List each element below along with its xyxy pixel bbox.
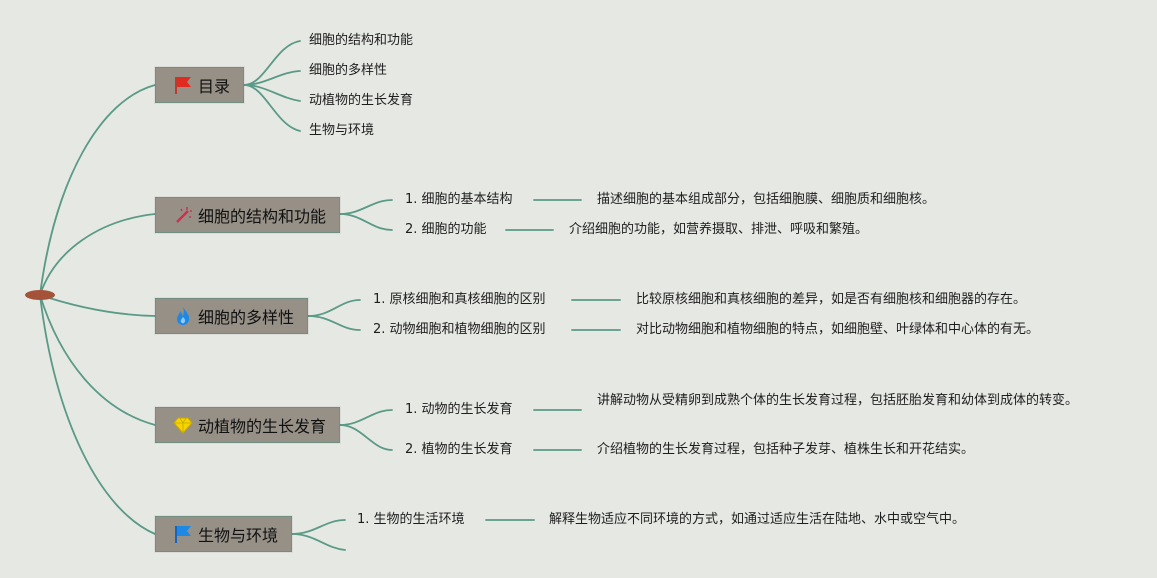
- toc-item[interactable]: 动植物的生长发育: [309, 93, 414, 108]
- topic-label: 细胞的结构和功能: [198, 207, 327, 226]
- blue-flame-icon: [172, 305, 194, 327]
- red-flag-icon: [172, 74, 194, 96]
- yellow-diamond-icon: [172, 414, 194, 436]
- topic-toc[interactable]: 目录: [155, 67, 244, 103]
- toc-item[interactable]: 生物与环境: [309, 123, 375, 138]
- subtopic-description: 介绍细胞的功能，如营养摄取、排泄、呼吸和繁殖。: [569, 222, 869, 237]
- topic-label: 细胞的多样性: [198, 308, 295, 327]
- topic-cell-structure[interactable]: 细胞的结构和功能: [155, 197, 340, 233]
- subtopic-description: 解释生物适应不同环境的方式，如通过适应生活在陆地、水中或空气中。: [549, 512, 966, 527]
- toc-item[interactable]: 细胞的多样性: [309, 63, 388, 78]
- root-node[interactable]: [25, 290, 55, 300]
- subtopic-description: 讲解动物从受精卵到成熟个体的生长发育过程，包括胚胎发育和幼体到成体的转变。: [597, 393, 1079, 408]
- topic-label: 生物与环境: [198, 526, 279, 545]
- subtopic[interactable]: 2. 细胞的功能: [405, 222, 487, 237]
- subtopic[interactable]: 1. 动物的生长发育: [405, 402, 513, 417]
- subtopic[interactable]: 2. 植物的生长发育: [405, 442, 513, 457]
- subtopic[interactable]: 1. 原核细胞和真核细胞的区别: [373, 292, 546, 307]
- subtopic-description: 对比动物细胞和植物细胞的特点，如细胞壁、叶绿体和中心体的有无。: [636, 322, 1040, 337]
- subtopic-description: 比较原核细胞和真核细胞的差异，如是否有细胞核和细胞器的存在。: [636, 292, 1027, 307]
- subtopic[interactable]: 1. 生物的生活环境: [357, 512, 465, 527]
- subtopic-description: 描述细胞的基本组成部分，包括细胞膜、细胞质和细胞核。: [597, 192, 936, 207]
- subtopic[interactable]: 1. 细胞的基本结构: [405, 192, 513, 207]
- toc-item[interactable]: 细胞的结构和功能: [309, 33, 414, 48]
- subtopic[interactable]: 2. 动物细胞和植物细胞的区别: [373, 322, 546, 337]
- topic-cell-diversity[interactable]: 细胞的多样性: [155, 298, 308, 334]
- subtopic-description: 介绍植物的生长发育过程，包括种子发芽、植株生长和开花结实。: [597, 442, 975, 457]
- topic-label: 目录: [198, 77, 231, 96]
- topic-label: 动植物的生长发育: [198, 417, 327, 436]
- blue-flag-icon: [172, 523, 194, 545]
- topic-growth[interactable]: 动植物的生长发育: [155, 407, 340, 443]
- magic-wand-icon: [172, 204, 194, 226]
- topic-environment[interactable]: 生物与环境: [155, 516, 292, 552]
